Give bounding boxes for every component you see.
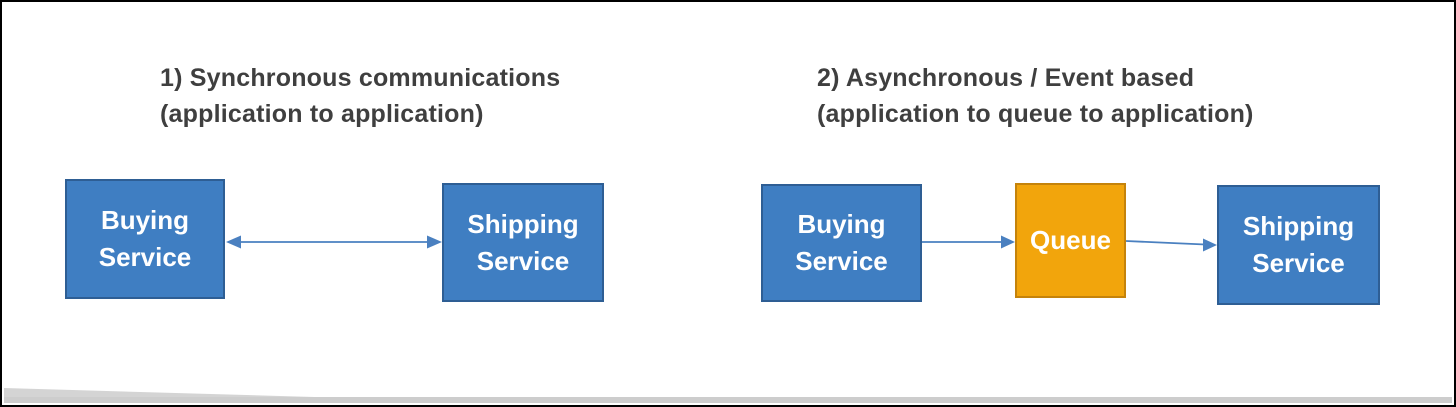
section-2-title: 2) Asynchronous / Event based (applicati…	[817, 60, 1254, 132]
node-shipping-service-async: Shipping Service	[1217, 185, 1380, 305]
bottom-shadow-strip	[4, 397, 1452, 403]
bidirectional-arrow	[226, 235, 442, 249]
node-label-line1: Buying	[797, 209, 886, 239]
section-1-title-line1: 1) Synchronous communications	[160, 64, 561, 92]
node-queue: Queue	[1015, 183, 1126, 298]
node-buying-service-async: Buying Service	[761, 184, 922, 302]
node-label-line1: Shipping	[1242, 211, 1355, 241]
node-label-line1: Buying	[100, 205, 190, 235]
node-buying-service-sync: Buying Service	[65, 179, 225, 299]
node-label-line2: Service	[1252, 248, 1345, 278]
arrow-queue-to-shipping	[1125, 238, 1217, 252]
section-2-title-line2: (application to queue to application)	[817, 100, 1254, 128]
node-label-line2: Service	[476, 245, 570, 276]
node-label-line1: Shipping	[467, 208, 579, 239]
node-label-line2: Service	[98, 242, 192, 272]
section-2-title-line1: 2) Asynchronous / Event based	[817, 64, 1195, 92]
section-1-title: 1) Synchronous communications (applicati…	[160, 60, 560, 132]
arrow-buying-to-queue	[922, 235, 1015, 249]
section-1-title-line2: (application to application)	[160, 100, 484, 128]
node-label-line2: Service	[795, 246, 888, 276]
node-shipping-service-sync: Shipping Service	[442, 183, 604, 302]
bottom-shadow-wedge	[4, 388, 349, 398]
node-label-line1: Queue	[1030, 225, 1111, 255]
